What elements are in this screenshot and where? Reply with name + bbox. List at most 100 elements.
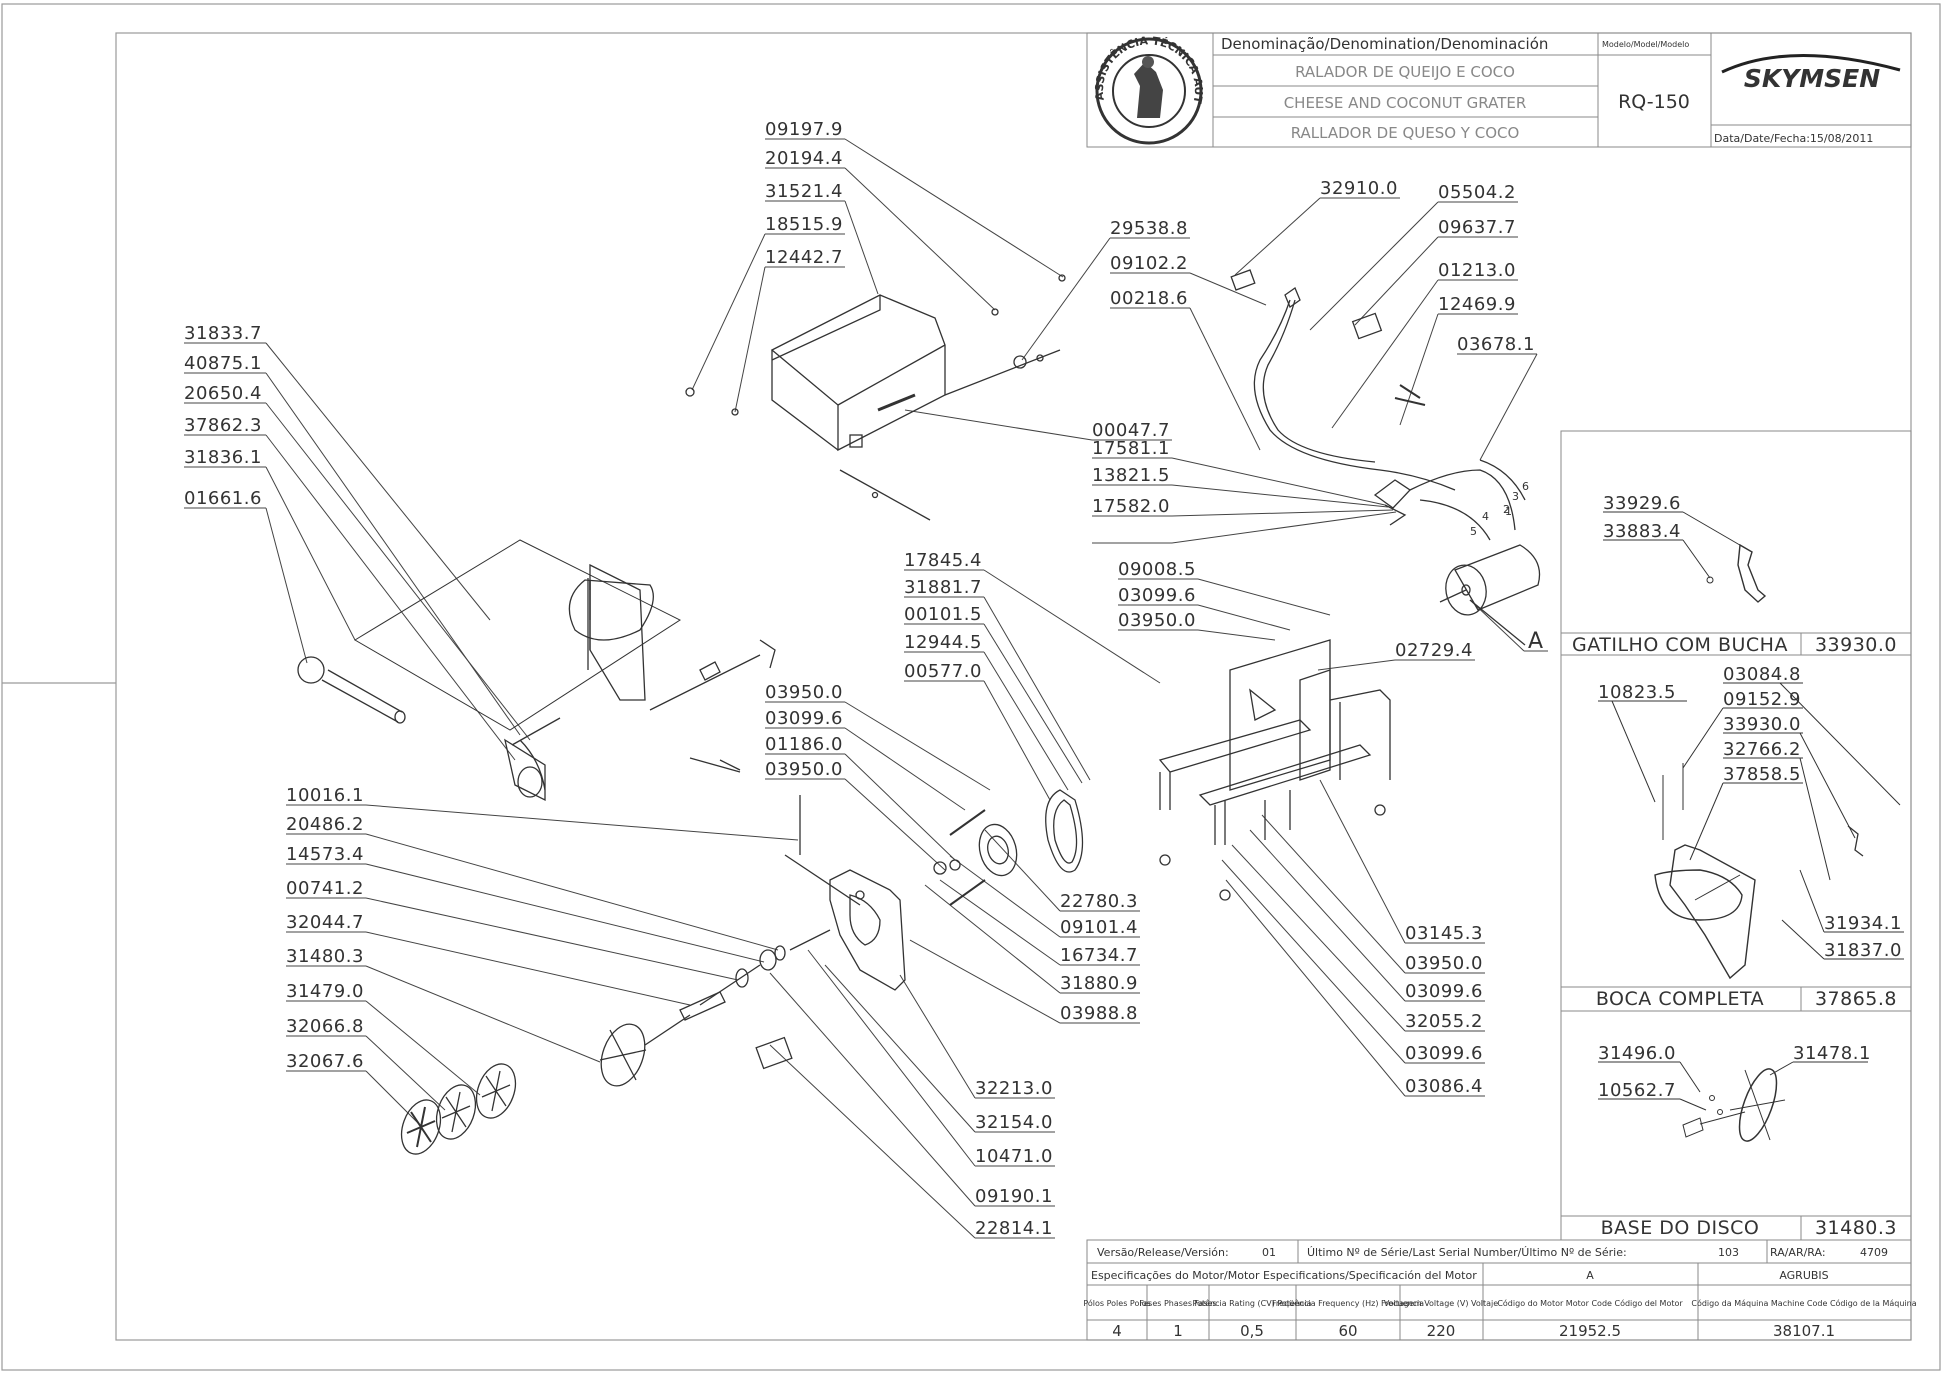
callout-labels: 09197.9 20194.4 31521.4 18515.9 12442.7 … [184,119,1544,1239]
callout-00101-5: 00101.5 [904,604,982,625]
model-code: RQ-150 [1618,91,1690,113]
callout-14573-4: 14573.4 [286,844,364,865]
wire-number-6: 6 [1522,480,1530,493]
callout-03988-8: 03988.8 [1060,1003,1138,1024]
serial-value: 103 [1718,1246,1739,1259]
motor-letter: A [1586,1269,1594,1282]
brand-name: SKYMSEN [1744,64,1880,93]
version-label: Versão/Release/Versión: [1097,1246,1229,1259]
detail-panels-frame [1560,430,1912,1241]
callout-00741-2: 00741.2 [286,878,364,899]
callout-03950-0-d: 03950.0 [1405,953,1483,974]
callout-29538-8: 29538.8 [1110,218,1188,239]
callout-33929-6: 33929.6 [1603,493,1681,514]
motor-code-value: 21952.5 [1559,1322,1621,1340]
callout-03145-3: 03145.3 [1405,923,1483,944]
callout-09190-1: 09190.1 [975,1186,1053,1207]
callout-32154-0: 32154.0 [975,1112,1053,1133]
base-frame [1158,639,1391,901]
callout-32766-2: 32766.2 [1723,739,1801,760]
denomination-header: Denominação/Denomination/Denominación [1221,35,1548,53]
callout-22814-1: 22814.1 [975,1218,1053,1239]
callout-31478-1: 31478.1 [1793,1043,1871,1064]
callout-31836-1: 31836.1 [184,447,262,468]
callout-03086-4: 03086.4 [1405,1076,1483,1097]
handle-assembly [297,539,776,802]
callout-10562-7: 10562.7 [1598,1080,1676,1101]
callout-37858-5: 37858.5 [1723,764,1801,785]
callout-13821-5: 13821.5 [1092,465,1170,486]
wire-number-4: 4 [1482,510,1490,523]
callout-31837-0: 31837.0 [1824,940,1902,961]
callout-10016-1: 10016.1 [286,785,364,806]
ra-value: 4709 [1860,1246,1888,1259]
callout-37862-3: 37862.3 [184,415,262,436]
shaft-assembly [679,929,831,1021]
col-voltage: Voltagem Voltage (V) Voltaje [1384,1299,1498,1308]
product-name-en: CHEESE AND COCONUT GRATER [1284,94,1527,112]
callout-12944-5: 12944.5 [904,632,982,653]
callout-03950-0-b: 03950.0 [765,682,843,703]
callout-31833-7: 31833.7 [184,323,262,344]
callout-32066-8: 32066.8 [286,1016,364,1037]
callout-32213-0: 32213.0 [975,1078,1053,1099]
callout-33883-4: 33883.4 [1603,521,1681,542]
callout-20194-4: 20194.4 [765,148,843,169]
callout-09637-7: 09637.7 [1438,217,1516,238]
callout-01661-6: 01661.6 [184,488,262,509]
drawing-date: Data/Date/Fecha:15/08/2011 [1714,132,1873,145]
gatilho-code: 33930.0 [1815,634,1897,656]
callout-01186-0: 01186.0 [765,734,843,755]
callout-32044-7: 32044.7 [286,912,364,933]
power-cable [1253,287,1526,541]
col-power: Potência Rating (CV) Potencia [1193,1298,1312,1308]
bearing-housing [784,795,906,991]
callout-03950-0-c: 03950.0 [765,759,843,780]
panel-gatilho: GATILHO COM BUCHA 33930.0 33929.6 33883.… [1572,493,1897,656]
callout-00047-7: 00047.7 [1092,420,1170,441]
brand-logo: SKYMSEN [1721,54,1901,93]
wire-number-5: 5 [1470,525,1478,538]
callout-12469-9: 12469.9 [1438,294,1516,315]
motor-ref-letter: A [1528,629,1544,654]
title-block: ASSISTÊNCIA TÉCNICA AUTORIZADA Denominaç… [0,0,1912,148]
callout-18515-9: 18515.9 [765,214,843,235]
col-phases: Fases Phases Fases [1139,1299,1216,1308]
callout-02729-4: 02729.4 [1395,640,1473,661]
product-name-es: RALLADOR DE QUESO Y COCO [1291,124,1520,142]
boca-title: BOCA COMPLETA [1596,988,1764,1010]
version-value: 01 [1262,1246,1276,1259]
grating-discs [400,1014,691,1155]
col-frequency: Freqüência Frequency (Hz) Frecuencia [1272,1298,1424,1308]
callout-31521-4: 31521.4 [765,181,843,202]
callout-16734-7: 16734.7 [1060,945,1138,966]
motor-spec-label: Especificações do Motor/Motor Especifica… [1091,1269,1477,1282]
callout-20650-4: 20650.4 [184,383,262,404]
callout-31479-0: 31479.0 [286,981,364,1002]
callout-09197-9: 09197.9 [765,119,843,140]
callout-32067-6: 32067.6 [286,1051,364,1072]
pulley-belt [933,789,1084,906]
frequency-value: 60 [1338,1322,1357,1340]
callout-00218-6: 00218.6 [1110,288,1188,309]
callout-10823-5: 10823.5 [1598,682,1676,703]
serial-label: Último Nº de Série/Last Serial Number/Úl… [1307,1246,1627,1259]
decal [1230,269,1256,291]
product-name-pt: RALADOR DE QUEIJO E COCO [1295,63,1515,81]
callout-09102-2: 09102.2 [1110,253,1188,274]
seal-text: ASSISTÊNCIA TÉCNICA AUTORIZADA [0,0,1205,105]
machine-code-value: 38107.1 [1773,1322,1835,1340]
col-poles: Pólos Poles Polos [1083,1298,1150,1308]
callout-20486-2: 20486.2 [286,814,364,835]
callout-17581-1: 17581.1 [1092,438,1170,459]
exploded-parts [297,269,1541,1155]
model-header: Modelo/Model/Modelo [1602,40,1689,49]
machine-name: AGRUBIS [1779,1269,1828,1282]
callout-09152-9: 09152.9 [1723,689,1801,710]
callout-31480-3: 31480.3 [286,946,364,967]
callout-03950-0-a: 03950.0 [1118,610,1196,631]
base-code: 31480.3 [1815,1217,1897,1239]
phases-value: 1 [1173,1322,1183,1340]
callout-31496-0: 31496.0 [1598,1043,1676,1064]
